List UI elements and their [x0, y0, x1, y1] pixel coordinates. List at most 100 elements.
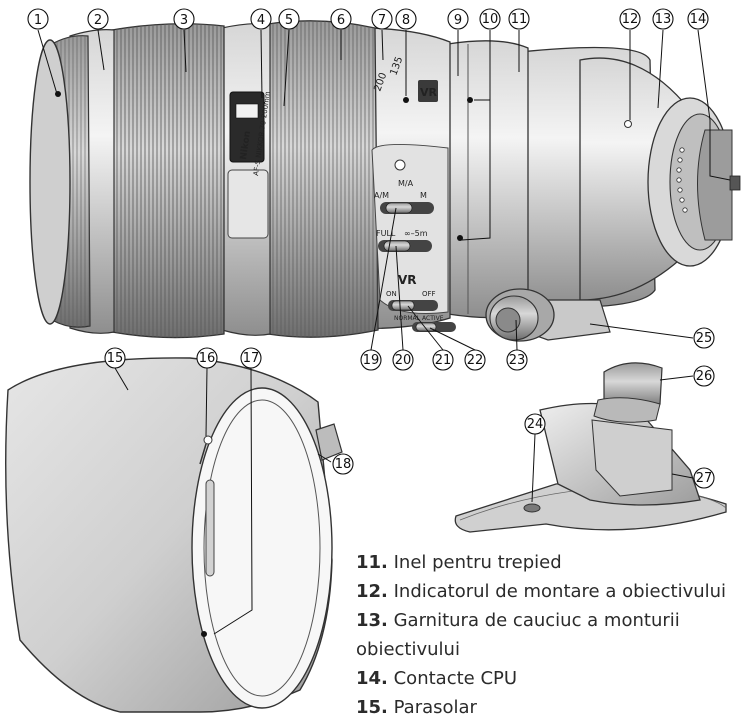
legend-item: 13. Garnitura de cauciuc a monturii	[356, 606, 745, 635]
legend-item-text: Parasolar	[387, 697, 477, 718]
callout-19: 19	[360, 349, 382, 371]
mode-ma-label: M/A	[398, 179, 414, 188]
svg-text:9: 9	[454, 13, 462, 28]
svg-text:24: 24	[527, 417, 544, 432]
svg-text:3: 3	[180, 13, 188, 28]
callout-1: 1	[27, 8, 49, 30]
collar-index-dot-bottom	[457, 235, 463, 241]
tripod-foot-mount-knob[interactable]	[593, 362, 663, 423]
callout-24: 24	[524, 413, 546, 435]
mount-index-dot	[624, 120, 632, 128]
legend-item-number: 11.	[356, 552, 388, 573]
limit-full-label: FULL	[376, 229, 396, 238]
tripod-collar-knob[interactable]	[485, 288, 555, 342]
svg-text:11: 11	[511, 12, 528, 27]
focus-limit-switch[interactable]	[378, 240, 432, 252]
legend-item-number: 15.	[356, 697, 388, 718]
svg-text:22: 22	[467, 353, 484, 368]
callout-25: 25	[693, 327, 715, 349]
lens-body: 200 135 VR Nikon AF-S NIKKOR 70-200mm A/…	[29, 20, 741, 342]
legend-item-text: Garnitura de cauciuc a monturii	[387, 610, 680, 631]
svg-text:5: 5	[285, 13, 293, 28]
switch-panel: A/M M/A M FULL ∞–5m VR ON OFF NORMAL ACT…	[371, 143, 449, 322]
legend-item-text: Contacte CPU	[387, 668, 518, 689]
svg-text:10: 10	[482, 12, 499, 27]
svg-text:6: 6	[337, 13, 345, 28]
callout-2: 2	[87, 8, 109, 30]
svg-text:2: 2	[94, 13, 102, 28]
callout-9: 9	[447, 8, 469, 30]
callout-23: 23	[506, 349, 528, 371]
vr-on-off-switch[interactable]	[388, 300, 438, 311]
vr-switch-logo: VR	[398, 273, 417, 287]
callout-18: 18	[332, 453, 354, 475]
legend-item-text: Inel pentru trepied	[387, 552, 562, 573]
callout-3: 3	[173, 8, 195, 30]
focal-index-dot	[403, 97, 409, 103]
tripod-foot	[454, 362, 727, 533]
callout-27: 27	[693, 467, 715, 489]
callout-5: 5	[278, 8, 300, 30]
hood-lock-button[interactable]	[315, 423, 343, 461]
svg-text:21: 21	[435, 353, 452, 368]
callout-21: 21	[432, 349, 454, 371]
callout-17: 17	[240, 347, 262, 369]
svg-text:15: 15	[107, 351, 124, 366]
legend-item-text: Indicatorul de montare a obiectivului	[387, 581, 727, 602]
svg-text:23: 23	[509, 353, 526, 368]
legend-item-number: 14.	[356, 668, 388, 689]
brand-text: Nikon	[239, 130, 253, 160]
hood-alignment-dot	[201, 631, 207, 637]
collar-index-dot-top	[467, 97, 473, 103]
svg-text:18: 18	[335, 457, 352, 472]
callout-14: 14	[687, 8, 709, 30]
callout-11: 11	[508, 8, 530, 30]
legend-item: 14. Contacte CPU	[356, 664, 745, 693]
callout-7: 7	[371, 8, 393, 30]
callout-26: 26	[693, 365, 715, 387]
svg-text:8: 8	[402, 13, 410, 28]
legend-item-continuation: obiectivului	[356, 639, 460, 660]
svg-text:12: 12	[622, 12, 639, 27]
svg-text:VR: VR	[420, 86, 438, 99]
callout-leaders	[37, 29, 731, 635]
svg-text:17: 17	[243, 351, 260, 366]
limit-inf-label: ∞–5m	[404, 229, 428, 238]
svg-text:7: 7	[378, 13, 386, 28]
svg-text:13: 13	[655, 12, 672, 27]
callout-10: 10	[479, 8, 501, 30]
svg-text:19: 19	[363, 353, 380, 368]
mode-m-label: M	[420, 191, 427, 200]
vr-logo-badge: VR	[418, 80, 438, 102]
legend-item-number: 13.	[356, 610, 388, 631]
callout-12: 12	[619, 8, 641, 30]
mode-a-m-label: A/M	[374, 191, 389, 200]
svg-text:25: 25	[696, 331, 713, 346]
lens-hood	[5, 357, 343, 713]
hood-lock-index	[199, 435, 213, 465]
svg-text:14: 14	[690, 12, 707, 27]
focus-mode-switch[interactable]	[380, 202, 434, 214]
vr-on-label: ON	[386, 290, 397, 298]
parts-legend: 11. Inel pentru trepied 12. Indicatorul d…	[356, 548, 745, 720]
callout-6: 6	[330, 8, 352, 30]
vr-normal-label: NORMAL	[394, 315, 421, 322]
callout-13: 13	[652, 8, 674, 30]
svg-text:26: 26	[696, 369, 713, 384]
svg-text:1: 1	[34, 13, 42, 28]
front-element	[29, 39, 71, 325]
lens-mount	[647, 97, 741, 267]
legend-item-number: 12.	[356, 581, 388, 602]
vr-active-label: ACTIVE	[422, 315, 444, 322]
focus-ring[interactable]	[267, 20, 379, 338]
callout-20: 20	[392, 349, 414, 371]
vr-off-label: OFF	[422, 290, 436, 298]
svg-text:20: 20	[395, 353, 412, 368]
callout-22: 22	[464, 349, 486, 371]
callout-16: 16	[196, 347, 218, 369]
svg-text:27: 27	[696, 471, 713, 486]
zoom-ring[interactable]	[111, 23, 225, 339]
cpu-contacts	[676, 147, 688, 213]
